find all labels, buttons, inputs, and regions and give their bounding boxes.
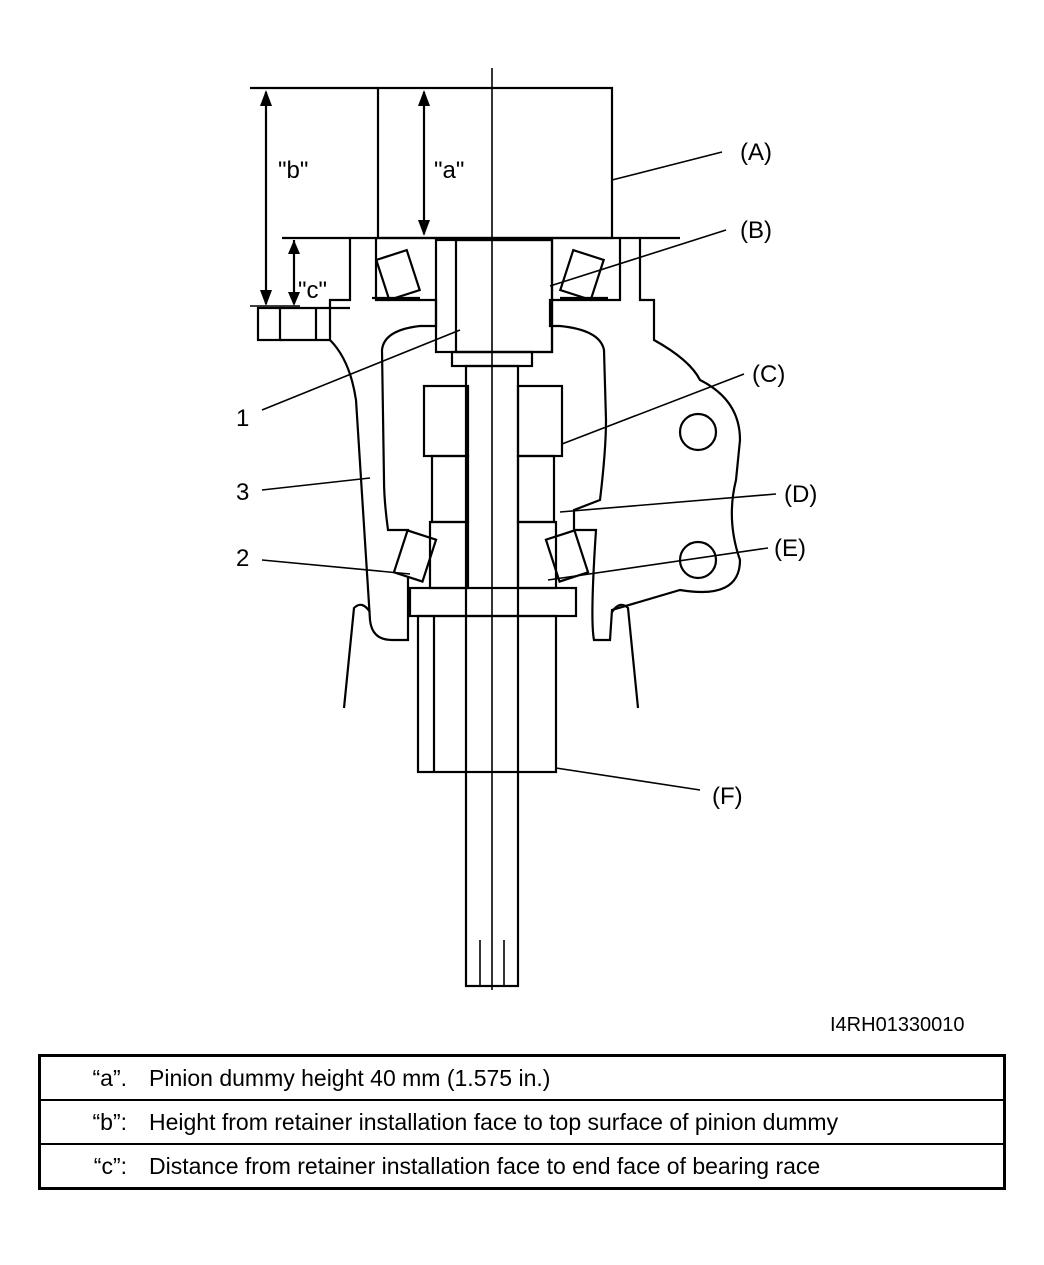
dim-b-label: "b" xyxy=(278,157,308,184)
leader-f xyxy=(555,767,701,791)
legend-text: Pinion dummy height 40 mm (1.575 in.) xyxy=(149,1064,551,1091)
leader-2 xyxy=(261,559,411,575)
shaft xyxy=(464,364,520,988)
pinion-dummy-diagram: (A) (B) (C) (D) (E) (F) 1 2 3 "a" "b" "c… xyxy=(236,68,817,990)
tool-sleeve-f xyxy=(416,614,558,774)
leader-1 xyxy=(261,329,461,411)
leader-3 xyxy=(261,477,371,491)
clip-right xyxy=(611,603,640,709)
lower-bearing-left xyxy=(392,520,470,590)
lower-bearing-right xyxy=(516,520,590,590)
legend-table: “a”. Pinion dummy height 40 mm (1.575 in.… xyxy=(38,1054,1006,1190)
callout-a: (A) xyxy=(740,139,772,166)
callout-b: (B) xyxy=(740,217,772,244)
pinion-dummy-b xyxy=(434,238,554,354)
callout-d: (D) xyxy=(784,481,817,508)
leader-b xyxy=(549,229,727,287)
figure-id: I4RH01330010 xyxy=(830,1014,965,1036)
legend-text: Height from retainer installation face t… xyxy=(149,1108,839,1135)
dim-a-label: "a" xyxy=(434,157,464,184)
spacer-left xyxy=(422,384,470,458)
legend-row: “c”: Distance from retainer installation … xyxy=(38,1143,1006,1190)
legend-key: “a”. xyxy=(92,1064,128,1091)
retainer-left xyxy=(328,238,438,642)
legend-key: “b”: xyxy=(92,1108,128,1135)
callout-e: (E) xyxy=(774,535,806,562)
legend-key: “c”: xyxy=(93,1152,127,1179)
leader-e xyxy=(547,547,769,581)
legend-row: “a”. Pinion dummy height 40 mm (1.575 in.… xyxy=(38,1054,1006,1101)
callout-f: (F) xyxy=(712,783,743,810)
plate-e xyxy=(408,586,578,618)
upper-bearing-left xyxy=(372,248,422,302)
leader-a xyxy=(611,151,723,181)
legend-row: “b”: Height from retainer installation fa… xyxy=(38,1099,1006,1145)
spacer-right xyxy=(516,384,564,458)
callout-c: (C) xyxy=(752,361,785,388)
callout-1: 1 xyxy=(236,405,249,432)
dim-c-label: "c" xyxy=(298,277,327,304)
callout-3: 3 xyxy=(236,479,249,506)
pinion-dummy-a xyxy=(376,86,614,240)
clip-left xyxy=(342,603,371,709)
leader-d xyxy=(559,493,777,513)
mount-hole-upper xyxy=(678,412,718,452)
retainer-right xyxy=(548,238,742,642)
callout-2: 2 xyxy=(236,545,249,572)
leader-c xyxy=(561,373,745,445)
bearing-race-end xyxy=(256,306,282,342)
legend-text: Distance from retainer installation face… xyxy=(149,1152,821,1179)
